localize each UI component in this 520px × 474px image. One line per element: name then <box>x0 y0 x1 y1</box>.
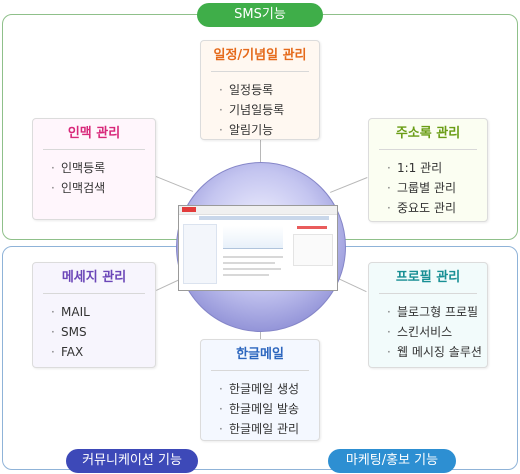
profile-management-box: 프로필 관리 ·블로그형 프로필 ·스킨서비스 ·웹 메시징 솔루션 <box>368 262 488 368</box>
list-item: ·한글메일 관리 <box>219 422 300 436</box>
service-screenshot-thumbnail <box>178 205 338 291</box>
list-item: ·일정등록 <box>219 83 274 97</box>
thumbnail-sidebar <box>183 224 217 284</box>
communication-category-label: 커뮤니케이션 기능 <box>66 449 198 473</box>
list-item: ·인맥등록 <box>51 161 106 175</box>
hangul-mail-box: 한글메일 ·한글메일 생성 ·한글메일 발송 ·한글메일 관리 <box>200 339 320 441</box>
marketing-category-label: 마케팅/홍보 기능 <box>328 449 456 473</box>
list-item: ·1:1 관리 <box>387 161 443 175</box>
list-item: ·한글메일 발송 <box>219 402 300 416</box>
address-feature-list: ·1:1 관리 ·그룹별 관리 ·중요도 관리 <box>369 158 487 218</box>
thumbnail-top-bar <box>179 206 337 215</box>
list-item: ·중요도 관리 <box>387 201 457 215</box>
list-item: ·웹 메시징 솔루션 <box>387 345 482 359</box>
thumbnail-logo <box>182 207 196 212</box>
message-feature-list: ·MAIL ·SMS ·FAX <box>33 302 155 362</box>
schedule-management-box: 일정/기념일 관리 ·일정등록 ·기념일등록 ·알림기능 <box>200 40 320 140</box>
list-item: ·FAX <box>51 345 84 359</box>
schedule-box-title: 일정/기념일 관리 <box>211 41 309 72</box>
thumbnail-text-line <box>223 268 281 270</box>
thumbnail-text-line <box>223 262 275 264</box>
list-item: ·한글메일 생성 <box>219 382 300 396</box>
address-box-title: 주소록 관리 <box>379 119 477 150</box>
list-item: ·MAIL <box>51 305 90 319</box>
list-item: ·알림기능 <box>219 123 274 137</box>
hanmail-box-title: 한글메일 <box>211 340 309 371</box>
address-book-box: 주소록 관리 ·1:1 관리 ·그룹별 관리 ·중요도 관리 <box>368 118 488 222</box>
profile-feature-list: ·블로그형 프로필 ·스킨서비스 ·웹 메시징 솔루션 <box>369 302 487 362</box>
thumbnail-text-line <box>223 274 269 276</box>
schedule-feature-list: ·일정등록 ·기념일등록 ·알림기능 <box>201 80 319 140</box>
list-item: ·스킨서비스 <box>387 325 453 339</box>
thumbnail-nav-bar <box>199 216 329 220</box>
list-item: ·블로그형 프로필 <box>387 305 479 319</box>
thumbnail-chart <box>223 226 283 249</box>
list-item: ·SMS <box>51 325 87 339</box>
thumbnail-highlight <box>297 226 327 229</box>
message-management-box: 메세지 관리 ·MAIL ·SMS ·FAX <box>32 262 156 368</box>
profile-box-title: 프로필 관리 <box>379 263 477 294</box>
thumbnail-text-line <box>223 256 283 258</box>
people-management-box: 인맥 관리 ·인맥등록 ·인맥검색 <box>32 118 156 220</box>
list-item: ·기념일등록 <box>219 103 285 117</box>
thumbnail-calendar <box>293 234 333 266</box>
list-item: ·인맥검색 <box>51 181 106 195</box>
people-box-title: 인맥 관리 <box>43 119 145 150</box>
people-feature-list: ·인맥등록 ·인맥검색 <box>33 158 155 198</box>
message-box-title: 메세지 관리 <box>43 263 145 294</box>
hanmail-feature-list: ·한글메일 생성 ·한글메일 발송 ·한글메일 관리 <box>201 379 319 439</box>
list-item: ·그룹별 관리 <box>387 181 457 195</box>
sms-category-label: SMS기능 <box>197 3 323 27</box>
